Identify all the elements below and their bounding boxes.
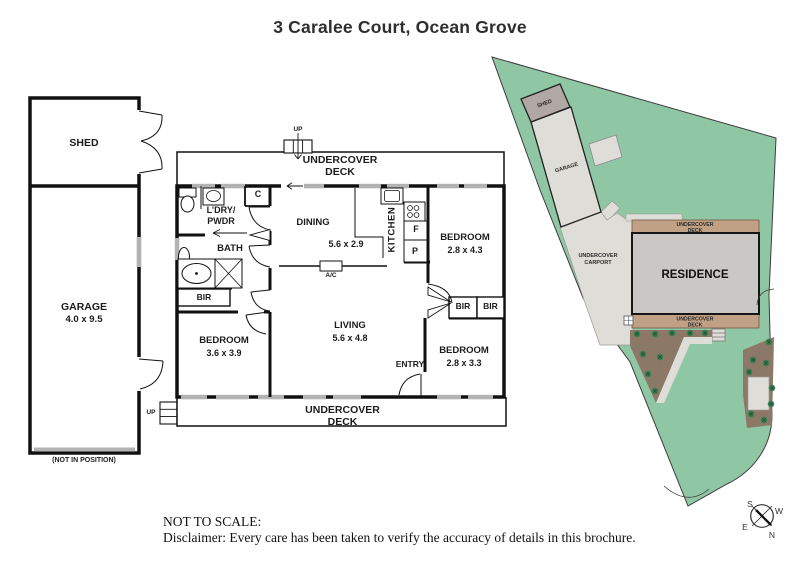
outbuilding-note: (NOT IN POSITION): [52, 457, 116, 464]
compass-e: E: [742, 522, 748, 532]
site-plan: SHED GARAGE UNDERCOVER CARPORT UNDERCOVE…: [491, 56, 777, 507]
cooktop-icon: [403, 201, 426, 222]
entry-label: ENTRY: [395, 359, 425, 369]
basin-icon: [206, 190, 221, 202]
site-deck-bottom-label-1: UNDERCOVER: [677, 317, 714, 323]
utility-box-cross: [624, 316, 633, 325]
room-label-bedroom2: BEDROOM: [439, 345, 489, 356]
main-floorplan: [174, 133, 507, 427]
deck-steps-bottom: [159, 401, 178, 425]
hall-arrow: [212, 229, 247, 237]
site-shed-shape: [520, 83, 571, 123]
ac-unit: [319, 260, 343, 272]
room-label-laundry: L’DRY/ PWDR: [206, 205, 236, 227]
disclaimer: Disclaimer: Every care has been taken to…: [163, 530, 636, 545]
site-carport-label-2: CARPORT: [584, 260, 612, 266]
room-label-deck-top: UNDERCOVER DECK: [302, 154, 378, 179]
room-label-bir-left: BIR: [196, 292, 212, 302]
up-label-top: UP: [293, 126, 303, 133]
room-dims-dining: 5.6 x 2.9: [328, 239, 364, 249]
outbuilding-garage-label: GARAGE: [60, 301, 108, 313]
toilet-icon: [180, 195, 195, 213]
site-deck-top-label-2: DECK: [688, 228, 703, 234]
pantry-label: P: [411, 246, 418, 256]
driveway-arc: [663, 485, 710, 498]
gate-arc: [756, 288, 775, 306]
compass-w: W: [775, 506, 783, 516]
house-walls: [175, 184, 506, 399]
slider-arrow: [286, 182, 303, 190]
scale-note: NOT TO SCALE:: [163, 514, 262, 529]
garage-window: [136, 237, 142, 267]
room-dims-bedroom3: 3.6 x 3.9: [206, 348, 242, 358]
bir-b-box: [476, 296, 505, 319]
room-dims-bedroom2: 2.8 x 3.3: [446, 358, 482, 368]
up-label-bottom: UP: [146, 409, 156, 416]
bir-b-label: BIR: [483, 301, 498, 311]
room-label-bedroom1: BEDROOM: [440, 232, 490, 243]
site-carport-label-1: UNDERCOVER: [578, 253, 617, 259]
fridge-label: F: [413, 224, 419, 234]
page-title: 3 Caralee Court, Ocean Grove: [273, 17, 527, 37]
room-label-dining: DINING: [296, 217, 330, 228]
room-label-living: LIVING: [334, 320, 366, 331]
garden-path: [656, 337, 712, 403]
compass-icon: S W E N: [742, 499, 783, 540]
room-label-bath: BATH: [217, 243, 243, 254]
ac-label: A/C: [325, 272, 337, 279]
site-residence-shape: [631, 232, 760, 315]
site-residence-label: RESIDENCE: [661, 269, 728, 281]
bir-left-box: [177, 288, 231, 307]
room-label-deck-bottom: UNDERCOVER DECK: [305, 404, 380, 429]
room-label-closet: C: [254, 189, 262, 199]
outbuilding-plan: [28, 96, 191, 455]
site-steps: [712, 332, 725, 338]
bir-a-label: BIR: [455, 301, 471, 311]
site-shed-label: SHED: [536, 99, 552, 110]
room-label-kitchen: KITCHEN: [386, 206, 398, 253]
bifold-door: [248, 228, 271, 242]
pantry-box: [403, 239, 428, 263]
windows: [174, 183, 493, 400]
kitchen-counter: [354, 188, 384, 258]
bifold-leaf-a: [427, 286, 452, 303]
compass-s: S: [747, 499, 753, 509]
site-hardscape: [559, 134, 726, 346]
garden-pad: [747, 376, 770, 411]
room-label-bedroom3: BEDROOM: [199, 335, 249, 346]
room-dims-living: 5.6 x 4.8: [332, 333, 368, 343]
site-deck-bottom-label-2: DECK: [688, 323, 703, 329]
room-dims-bedroom1: 2.8 x 4.3: [447, 245, 483, 255]
outbuilding-shed-label: SHED: [69, 137, 99, 149]
garage-door-panel: [34, 447, 135, 452]
site-deck-top-label-1: UNDERCOVER: [677, 222, 714, 228]
bifold-leaf-b: [427, 302, 452, 319]
doors: [245, 206, 453, 396]
outbuilding-garage-dims: 4.0 x 9.5: [65, 314, 103, 325]
compass-n: N: [769, 530, 775, 540]
up-arrow-top: [294, 133, 302, 160]
fixtures: [177, 187, 428, 289]
